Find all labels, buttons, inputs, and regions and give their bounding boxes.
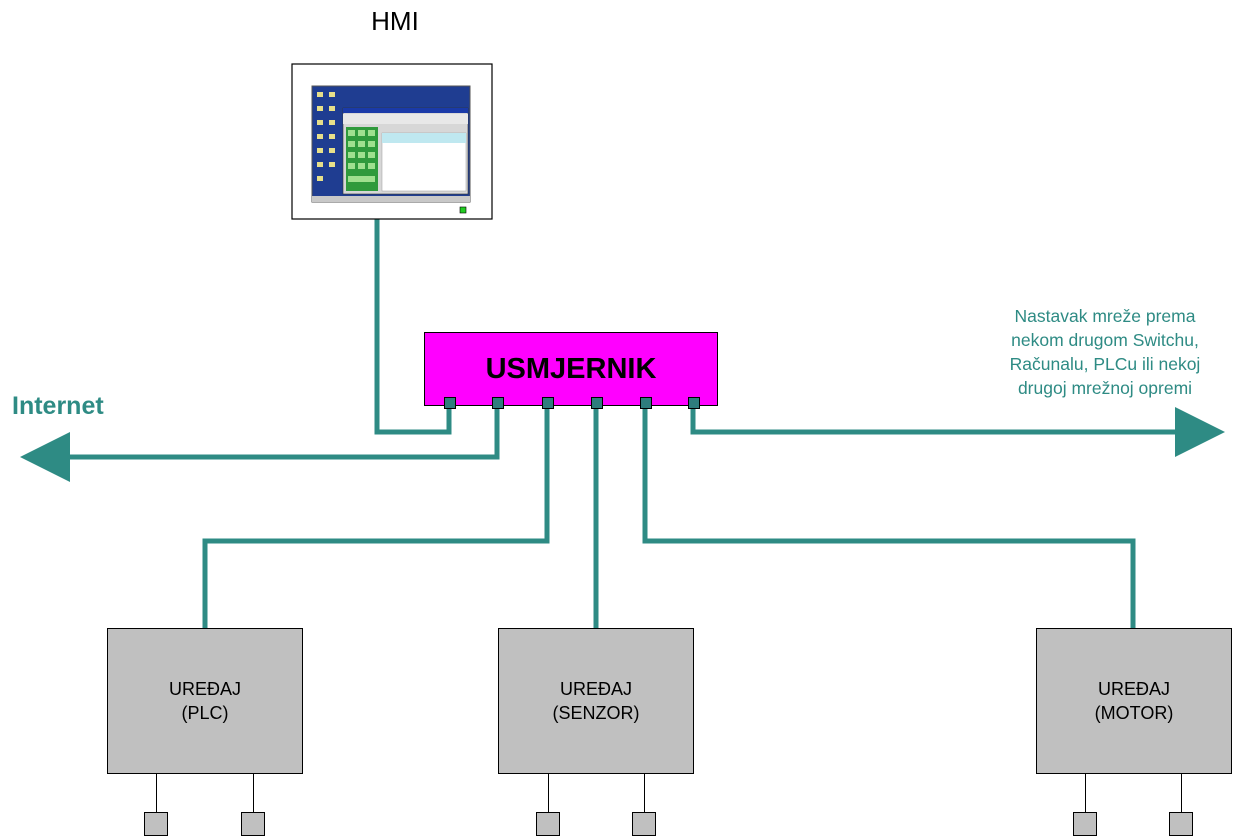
router-label: USMJERNIK — [485, 353, 657, 385]
cable-continuation — [690, 404, 1225, 457]
note-line: Nastavak mreže prema — [1014, 306, 1196, 326]
network-continuation-note: Nastavak mreže prema nekom drugom Switch… — [960, 304, 1235, 400]
router-usmjernik[interactable]: USMJERNIK — [424, 332, 718, 409]
io-stem — [644, 774, 645, 812]
io-terminal — [241, 812, 265, 836]
io-terminal — [1169, 812, 1193, 836]
device-subtype: (MOTOR) — [1094, 703, 1174, 723]
internet-label: Internet — [12, 392, 104, 420]
router-port-2[interactable] — [492, 397, 504, 409]
io-stem — [156, 774, 157, 812]
io-terminal — [536, 812, 560, 836]
io-stem — [253, 774, 254, 812]
io-stem — [548, 774, 549, 812]
router-port-5[interactable] — [640, 397, 652, 409]
device-type: UREĐAJ — [1097, 679, 1170, 699]
io-terminal — [144, 812, 168, 836]
note-line: nekom drugom Switchu, — [1011, 330, 1199, 350]
device-type: UREĐAJ — [168, 679, 241, 699]
device-type: UREĐAJ — [559, 679, 632, 699]
router-port-6[interactable] — [688, 397, 700, 409]
cable-hmi — [374, 219, 452, 435]
note-line: drugoj mrežnoj opremi — [1017, 378, 1193, 398]
router-port-4[interactable] — [591, 397, 603, 409]
io-stem — [1085, 774, 1086, 812]
cable-motor — [642, 404, 1136, 628]
device-senzor[interactable]: UREĐAJ (SENZOR) — [498, 628, 694, 774]
io-terminal — [632, 812, 656, 836]
device-motor[interactable]: UREĐAJ (MOTOR) — [1036, 628, 1232, 774]
note-line: Računalu, PLCu ili nekoj — [1009, 354, 1201, 374]
device-subtype: (PLC) — [181, 703, 229, 723]
device-subtype: (SENZOR) — [552, 703, 640, 723]
router-port-3[interactable] — [542, 397, 554, 409]
cable-plc — [202, 404, 550, 628]
hmi-screen-icon — [291, 63, 493, 220]
io-stem — [1181, 774, 1182, 812]
hmi-title: HMI — [371, 6, 419, 36]
io-terminal — [1073, 812, 1097, 836]
device-plc[interactable]: UREĐAJ (PLC) — [107, 628, 303, 774]
router-port-1[interactable] — [444, 397, 456, 409]
cable-internet — [20, 404, 500, 482]
